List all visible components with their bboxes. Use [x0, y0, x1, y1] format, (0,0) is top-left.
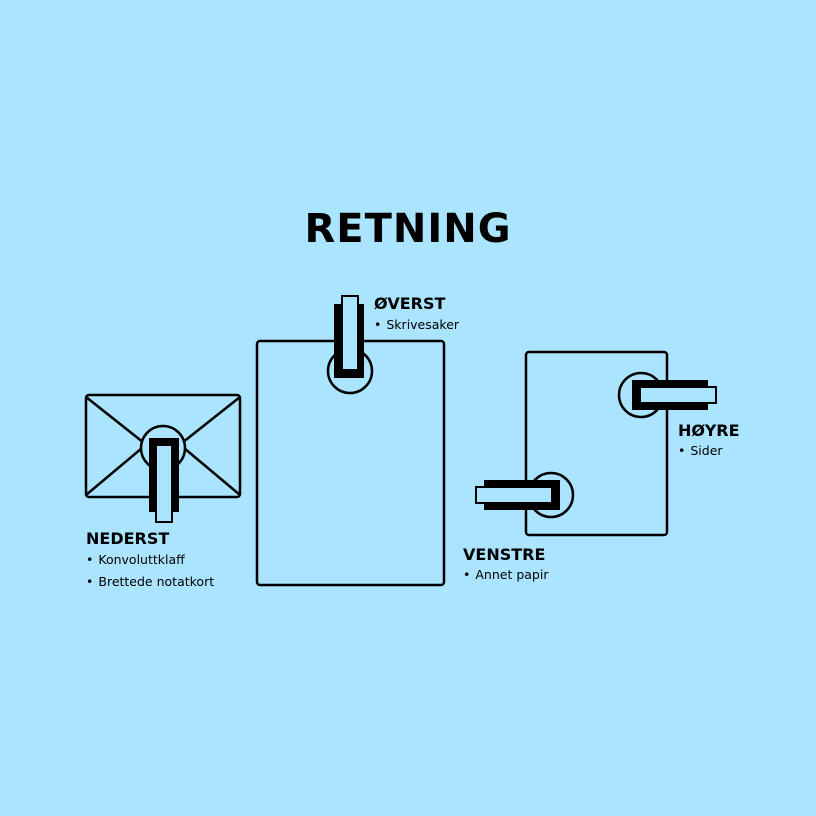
bullets-top: Skrivesaker [374, 314, 459, 336]
label-top: ØVERST [374, 294, 446, 313]
bullets-left: Annet papir [463, 564, 548, 586]
bullets-bottom: Konvoluttklaff Brettede notatkort [86, 549, 214, 593]
bullet-item: Konvoluttklaff [86, 549, 214, 571]
page-title: RETNING [304, 206, 512, 252]
label-left: VENSTRE [463, 545, 546, 564]
label-bottom: NEDERST [86, 529, 170, 548]
clip-left-icon [475, 480, 560, 510]
bullet-item: Annet papir [463, 564, 548, 586]
clip-right-icon [632, 380, 717, 410]
bullet-item: Brettede notatkort [86, 571, 214, 593]
bullet-item: Sider [678, 440, 722, 462]
clip-bottom-icon [149, 438, 179, 523]
bullets-right: Sider [678, 440, 722, 462]
bullet-item: Skrivesaker [374, 314, 459, 336]
label-right: HØYRE [678, 421, 740, 440]
clip-top-icon [334, 295, 364, 378]
